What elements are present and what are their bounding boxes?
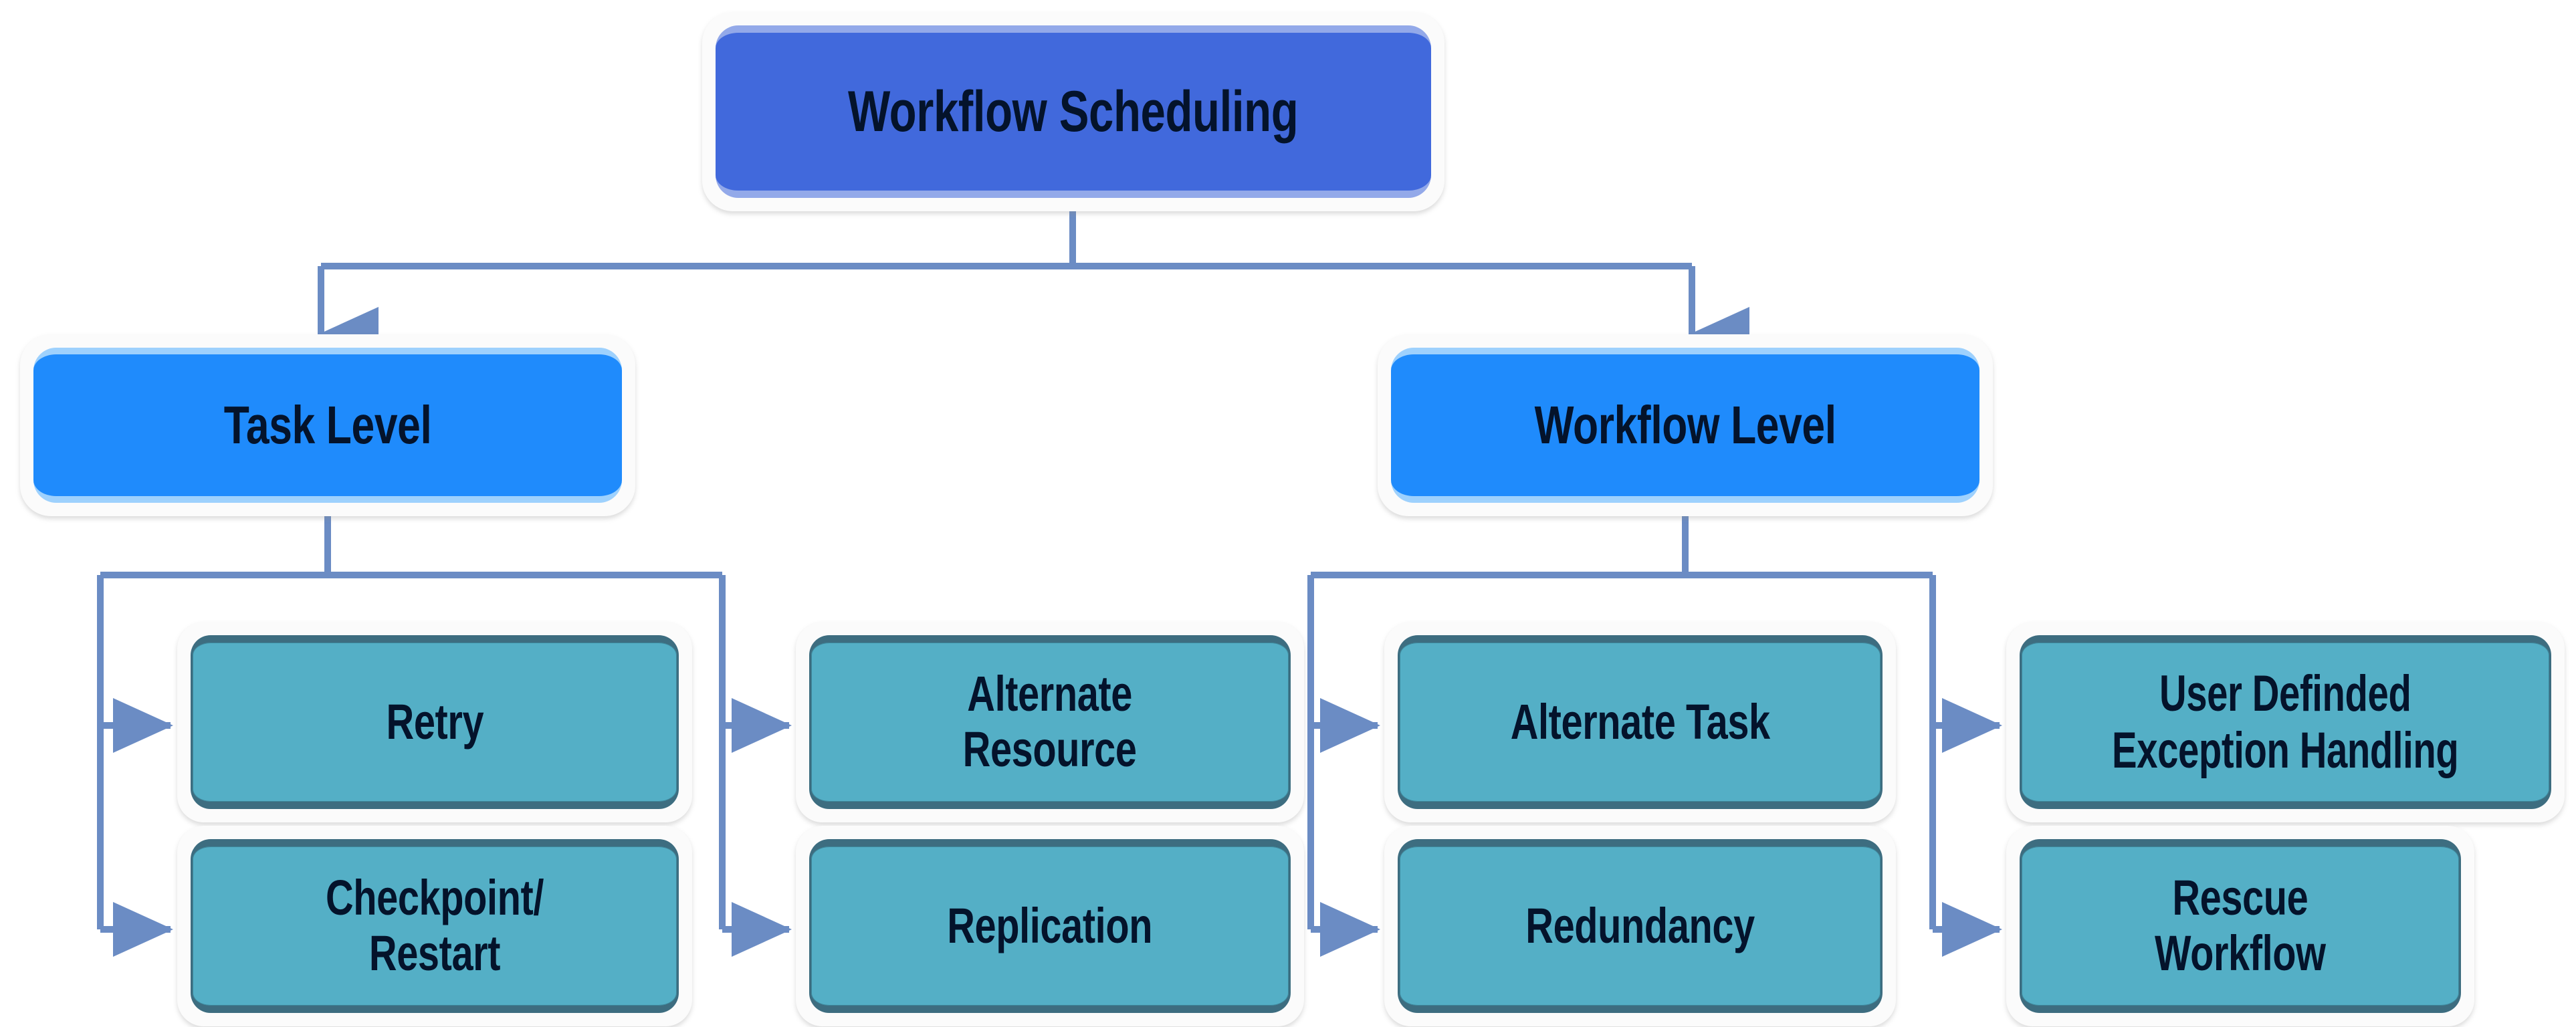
node-replication[interactable]: Replication <box>796 826 1304 1026</box>
node-label-task-level: Task Level <box>223 395 432 455</box>
node-workflow-scheduling[interactable]: Workflow Scheduling <box>702 12 1444 211</box>
node-chip-rescue-workflow: Rescue Workflow <box>2020 839 2461 1013</box>
node-chip-replication: Replication <box>809 839 1291 1013</box>
node-chip-user-defined-exception-handling: User Definded Exception Handling <box>2020 635 2551 809</box>
node-chip-workflow-level: Workflow Level <box>1391 348 1979 503</box>
node-chip-retry: Retry <box>191 635 679 809</box>
node-label-workflow-level: Workflow Level <box>1534 395 1836 455</box>
node-checkpoint-restart[interactable]: Checkpoint/ Restart <box>177 826 692 1026</box>
node-chip-root: Workflow Scheduling <box>716 25 1431 198</box>
node-label-alternate-task: Alternate Task <box>1510 693 1770 750</box>
node-workflow-level[interactable]: Workflow Level <box>1378 334 1993 516</box>
node-chip-alternate-resource: Alternate Resource <box>809 635 1291 809</box>
node-chip-task-level: Task Level <box>33 348 622 503</box>
node-chip-redundancy: Redundancy <box>1398 839 1883 1013</box>
node-task-level[interactable]: Task Level <box>20 334 635 516</box>
node-label-redundancy: Redundancy <box>1525 897 1755 953</box>
node-label-workflow-scheduling: Workflow Scheduling <box>848 79 1299 144</box>
node-label-alternate-resource: Alternate Resource <box>963 666 1137 777</box>
node-user-defined-exception-handling[interactable]: User Definded Exception Handling <box>2006 622 2565 822</box>
node-label-rescue-workflow: Rescue Workflow <box>2155 870 2326 981</box>
node-redundancy[interactable]: Redundancy <box>1384 826 1896 1026</box>
node-retry[interactable]: Retry <box>177 622 692 822</box>
node-alternate-resource[interactable]: Alternate Resource <box>796 622 1304 822</box>
node-label-user-defined-exception-handling: User Definded Exception Handling <box>2112 665 2459 779</box>
node-rescue-workflow[interactable]: Rescue Workflow <box>2006 826 2474 1026</box>
node-alternate-task[interactable]: Alternate Task <box>1384 622 1896 822</box>
node-chip-checkpoint-restart: Checkpoint/ Restart <box>191 839 679 1013</box>
node-label-replication: Replication <box>947 897 1153 953</box>
node-label-checkpoint-restart: Checkpoint/ Restart <box>325 870 544 981</box>
node-label-retry: Retry <box>386 693 484 750</box>
node-chip-alternate-task: Alternate Task <box>1398 635 1883 809</box>
